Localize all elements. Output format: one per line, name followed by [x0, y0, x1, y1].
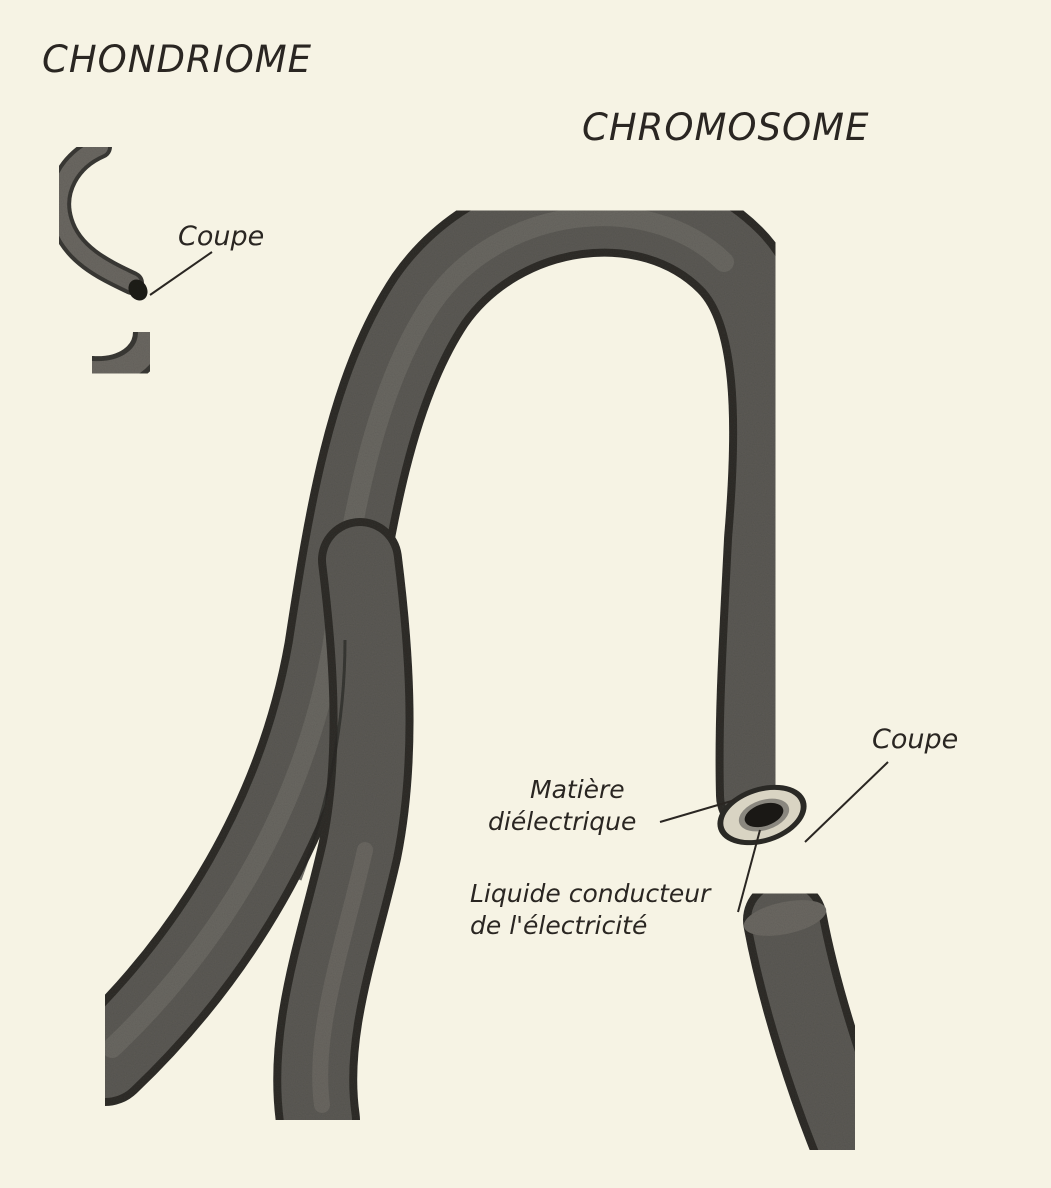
chromosome-detached-segment [741, 894, 855, 1150]
chondriome-filament [59, 147, 151, 304]
chromosome-label: CHROMOSOME [582, 106, 869, 149]
chondriome-segment [92, 332, 150, 373]
chondriome-label: CHONDRIOME [42, 38, 312, 81]
matiere-label-line1: Matière [530, 775, 625, 804]
liquide-label-line2: de l'électricité [470, 911, 647, 940]
leader-coupe-left [150, 252, 212, 295]
coupe-right-label: Coupe [872, 724, 958, 755]
coupe-left-label: Coupe [178, 221, 264, 252]
matiere-label-line2: diélectrique [488, 807, 636, 836]
liquide-label-line1: Liquide conducteur [470, 879, 712, 908]
leader-coupe-right [805, 762, 888, 842]
chromosome-body [105, 211, 775, 1120]
